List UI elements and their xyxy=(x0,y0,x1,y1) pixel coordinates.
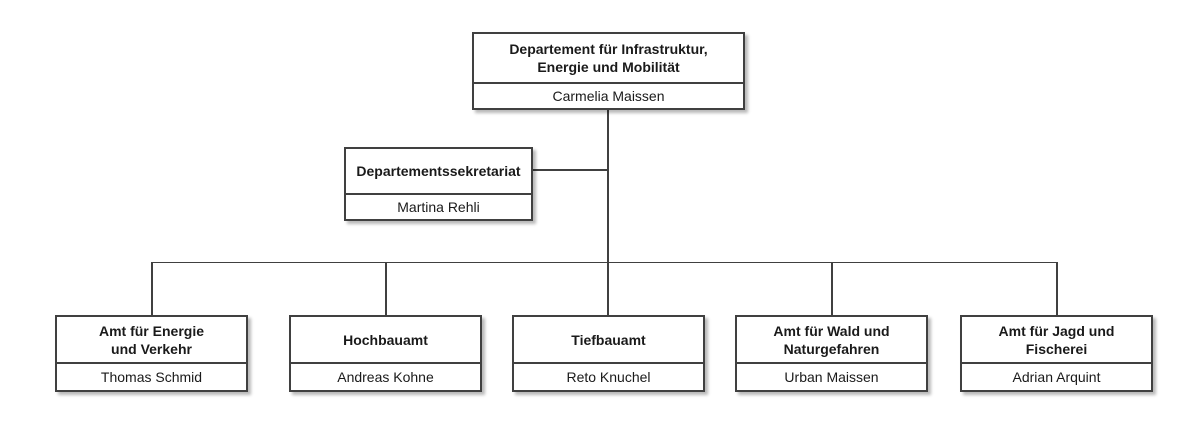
org-node-secretariat: Departementssekretariat Martina Rehli xyxy=(344,147,533,221)
org-node-title: Amt für Jagd und Fischerei xyxy=(962,317,1151,364)
org-node-person: Reto Knuchel xyxy=(566,369,651,385)
connector-drop-hochbauamt xyxy=(385,262,387,315)
org-node-hochbauamt: Hochbauamt Andreas Kohne xyxy=(289,315,482,392)
org-node-title: Departementssekretariat xyxy=(346,149,531,195)
connector-root-to-bus xyxy=(607,110,609,262)
org-node-amt-jagd-fischerei: Amt für Jagd und Fischerei Adrian Arquin… xyxy=(960,315,1153,392)
org-node-title: Departement für Infrastruktur, Energie u… xyxy=(474,34,743,84)
org-node-person: Carmelia Maissen xyxy=(552,88,665,104)
connector-secretariat-to-root xyxy=(533,169,607,171)
connector-drop-energie-verkehr xyxy=(151,262,153,315)
org-node-person: Thomas Schmid xyxy=(100,369,203,385)
connector-horizontal-bus xyxy=(151,261,1057,263)
org-node-person: Adrian Arquint xyxy=(1012,369,1101,385)
connector-drop-wald-naturgefahren xyxy=(831,262,833,315)
org-node-person: Urban Maissen xyxy=(784,369,879,385)
org-node-person: Martina Rehli xyxy=(397,199,480,215)
org-node-title: Hochbauamt xyxy=(291,317,480,364)
org-node-person: Andreas Kohne xyxy=(337,369,434,385)
org-node-department: Departement für Infrastruktur, Energie u… xyxy=(472,32,745,110)
org-node-title: Amt für Wald und Naturgefahren xyxy=(737,317,926,364)
org-node-amt-energie-verkehr: Amt für Energie und Verkehr Thomas Schmi… xyxy=(55,315,248,392)
connector-drop-tiefbauamt xyxy=(607,262,609,315)
org-node-title: Tiefbauamt xyxy=(514,317,703,364)
connector-drop-jagd-fischerei xyxy=(1056,262,1058,315)
org-node-tiefbauamt: Tiefbauamt Reto Knuchel xyxy=(512,315,705,392)
org-node-title: Amt für Energie und Verkehr xyxy=(57,317,246,364)
org-node-amt-wald-naturgefahren: Amt für Wald und Naturgefahren Urban Mai… xyxy=(735,315,928,392)
